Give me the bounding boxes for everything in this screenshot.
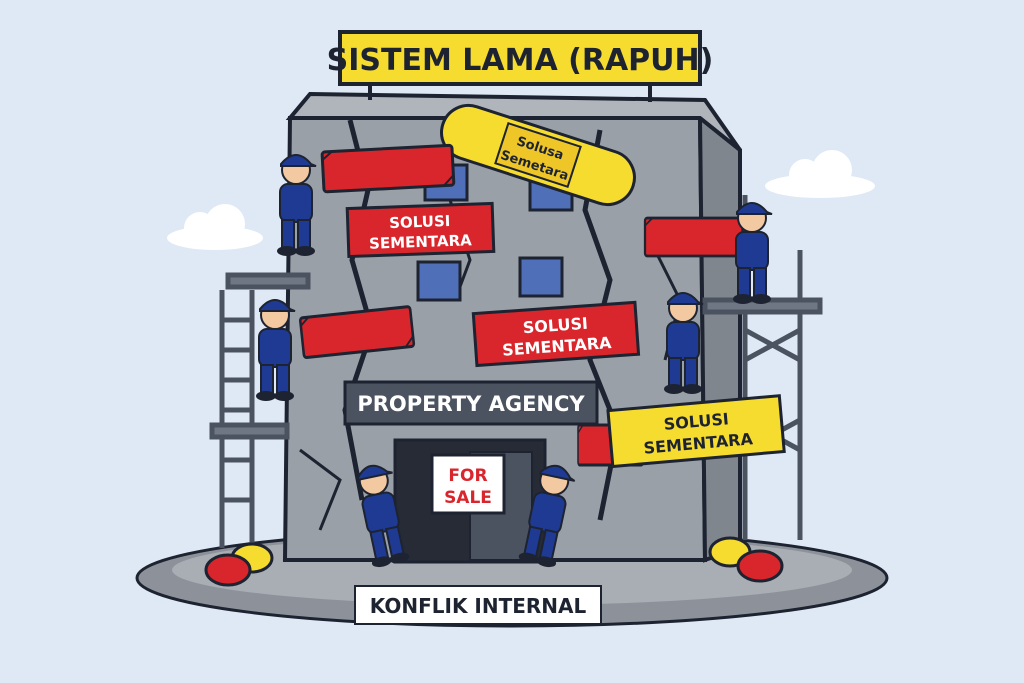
for-sale-line2: SALE (444, 488, 492, 508)
tape-label-center: SOLUSI SEMENTARA (471, 300, 641, 368)
cloud-right (765, 150, 875, 198)
for-sale-line1: FOR (448, 466, 487, 486)
tape-label-left: SOLUSI SEMENTARA (345, 201, 496, 259)
bottom-sign: KONFLIK INTERNAL (354, 585, 602, 625)
tape-top-left (320, 143, 456, 194)
top-sign-text: SISTEM LAMA (RAPUH) (327, 43, 714, 78)
top-sign: SISTEM LAMA (RAPUH) (327, 30, 714, 102)
tape-right-upper (643, 216, 744, 258)
cloud-left (167, 204, 263, 250)
tape-label-center-line1: SOLUSI (522, 314, 588, 338)
bottom-sign-text: KONFLIK INTERNAL (370, 594, 587, 618)
for-sale-sign: FOR SALE (430, 453, 506, 515)
bandage: Solusa Semetara (440, 103, 636, 207)
tape-label-yellow: SOLUSI SEMENTARA (606, 394, 786, 469)
tape-rolls-left (204, 542, 274, 587)
tape-rolls-right (708, 536, 784, 583)
tape-label-left-line2: SEMENTARA (369, 231, 473, 253)
tape-label-left-line1: SOLUSI (389, 212, 451, 232)
scaffold-left (209, 272, 311, 548)
worker-left-middle (255, 299, 296, 402)
agency-sign: PROPERTY AGENCY (343, 380, 599, 426)
worker-right-upper (732, 202, 773, 305)
agency-sign-text: PROPERTY AGENCY (357, 392, 585, 416)
